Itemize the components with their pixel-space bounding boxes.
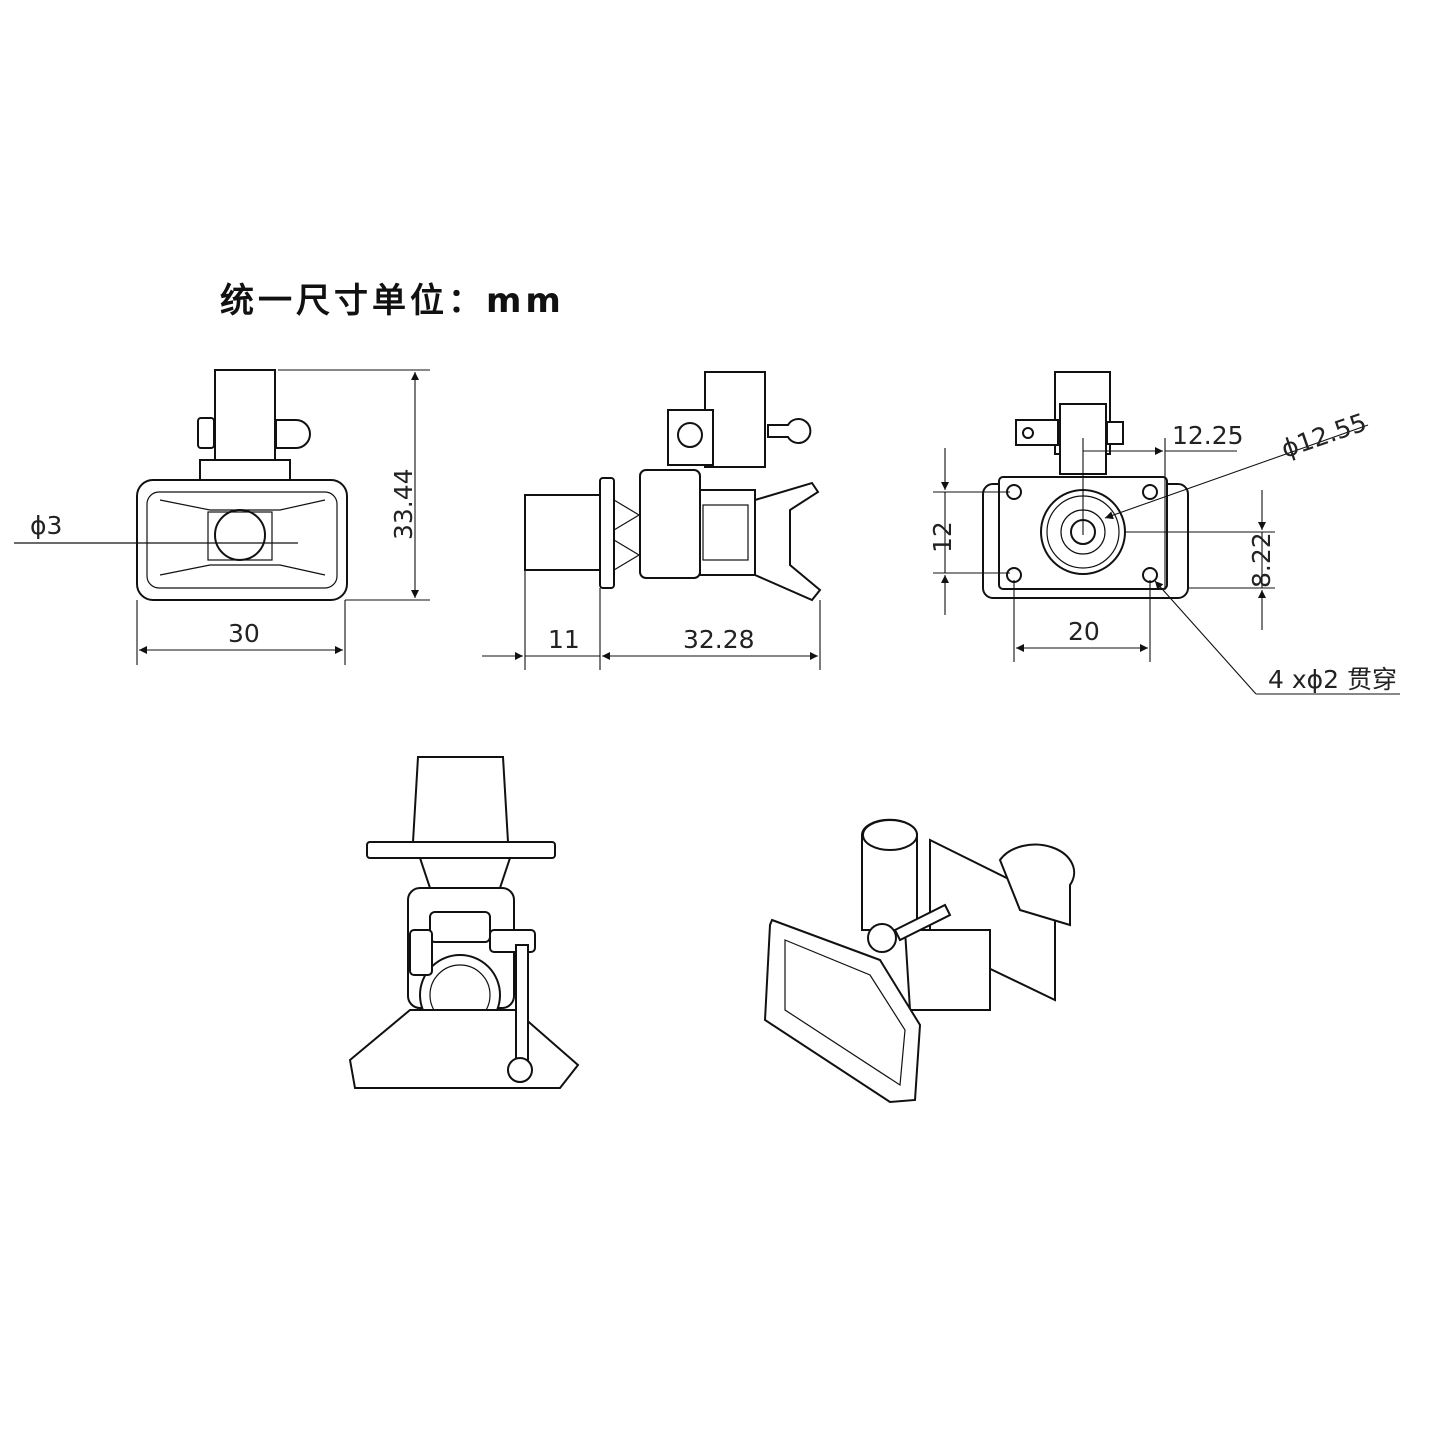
iso-view-perspective xyxy=(763,818,1076,1104)
front-width-label: 30 xyxy=(228,619,260,648)
rear-holes-note-label: 4 xϕ2 贯穿 xyxy=(1268,665,1397,694)
side-right-length-label: 32.28 xyxy=(683,625,755,654)
rear-bore-dia-label: ϕ12.55 xyxy=(1278,408,1371,464)
rear-center-height-label: 8.22 xyxy=(1247,532,1276,588)
iso-view-bottom xyxy=(348,756,580,1089)
front-view xyxy=(14,369,348,601)
rear-view xyxy=(982,371,1189,599)
units-title: 统一尺寸单位：mm xyxy=(220,281,565,321)
rear-offset-label: 12.25 xyxy=(1172,421,1244,450)
side-left-length-label: 11 xyxy=(548,625,580,654)
front-hole-dia-label: ϕ3 xyxy=(30,511,62,540)
front-height-label: 33.44 xyxy=(389,468,418,540)
side-view xyxy=(524,371,822,602)
rear-hole-spacing-label: 20 xyxy=(1068,617,1100,646)
rear-hole-vertical-label: 12 xyxy=(928,521,957,553)
